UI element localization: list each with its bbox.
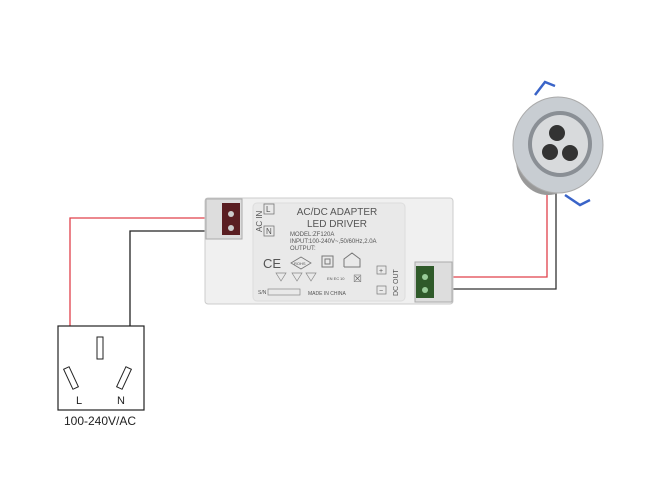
terminal-n-label: N (266, 227, 272, 236)
rohs-mark: ROHS (294, 261, 306, 266)
warning-symbols (275, 272, 317, 282)
power-socket: L N (57, 325, 145, 411)
minus-label: − (379, 288, 383, 295)
en-number: 10 (340, 276, 345, 281)
negative-wire-dc (430, 192, 557, 290)
plug-n-label: N (117, 395, 125, 407)
ac-in-label: AC IN (255, 210, 264, 232)
plug-l-label: L (76, 395, 82, 407)
led-driver: AC IN L N AC/DC ADAPTER LED DRIVER MODEL… (204, 197, 454, 305)
output-text: OUTPUT: (290, 246, 316, 252)
made-in-label: MADE IN CHINA (308, 291, 346, 297)
live-wire-ac (69, 217, 230, 368)
terminal-l-label: L (266, 205, 271, 214)
model-text: MODEL:ZF120A (290, 232, 334, 238)
positive-wire-dc (430, 192, 548, 278)
driver-title-1: AC/DC ADAPTER (297, 207, 378, 218)
weee-bin-icon: ☒ (353, 274, 362, 285)
neutral-wire-ac (129, 230, 230, 368)
dc-out-label: DC OUT (393, 268, 400, 296)
input-text: INPUT:100-240V~,50/60Hz,2.0A (290, 239, 377, 245)
sn-label: S/N (258, 290, 267, 296)
voltage-label: 100-240V/AC (64, 414, 136, 428)
ac-terminal-block (205, 198, 243, 240)
driver-title-2: LED DRIVER (307, 219, 367, 230)
en-mark: EN EC (327, 276, 339, 281)
dc-terminal-block (414, 261, 453, 303)
plus-label: + (379, 268, 383, 275)
ce-mark: CE (263, 256, 281, 271)
led-downlight (512, 80, 604, 207)
